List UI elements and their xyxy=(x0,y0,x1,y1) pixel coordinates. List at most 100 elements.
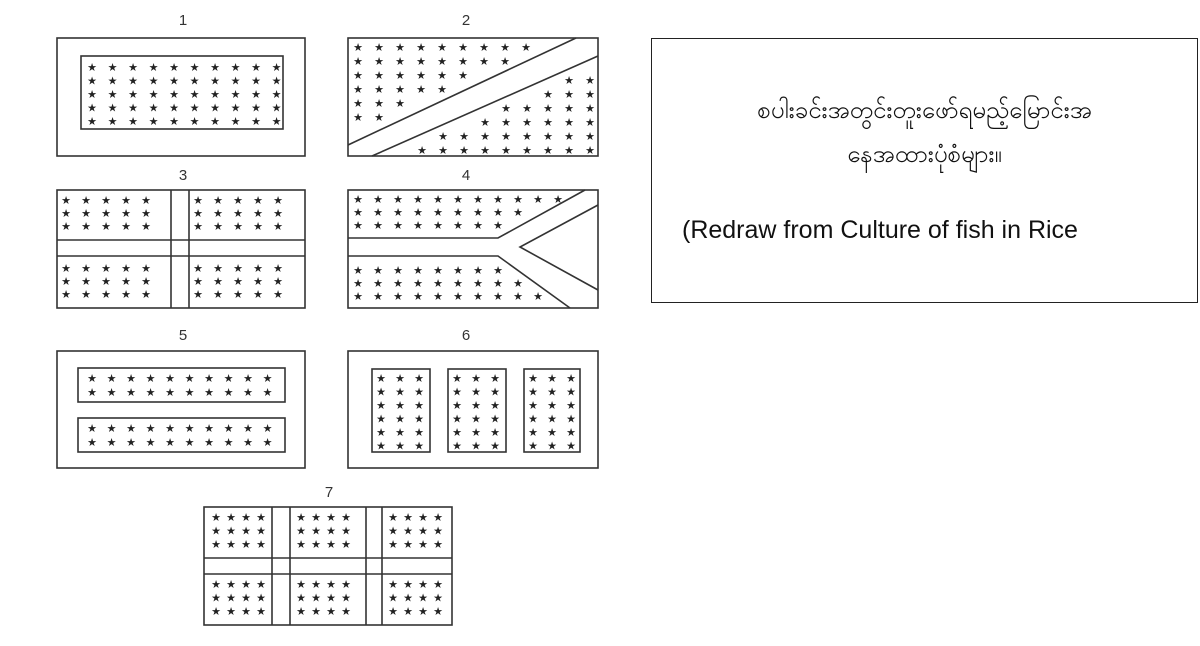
star-icon: ★ xyxy=(522,102,532,115)
star-icon: ★ xyxy=(513,277,523,290)
star-icon: ★ xyxy=(149,102,159,115)
star-icon: ★ xyxy=(87,115,97,128)
star-icon: ★ xyxy=(121,262,131,275)
star-icon: ★ xyxy=(353,219,363,232)
star-icon: ★ xyxy=(522,130,532,143)
star-icon: ★ xyxy=(233,207,243,220)
star-icon: ★ xyxy=(126,422,136,435)
star-icon: ★ xyxy=(149,88,159,101)
star-icon: ★ xyxy=(493,193,503,206)
star-icon: ★ xyxy=(311,592,321,605)
star-icon: ★ xyxy=(210,102,220,115)
star-icon: ★ xyxy=(101,262,111,275)
star-icon: ★ xyxy=(473,219,483,232)
star-icon: ★ xyxy=(296,538,306,551)
star-icon: ★ xyxy=(81,207,91,220)
star-icon: ★ xyxy=(395,372,405,385)
star-icon: ★ xyxy=(61,288,71,301)
star-icon: ★ xyxy=(273,288,283,301)
star-icon: ★ xyxy=(418,605,428,618)
star-icon: ★ xyxy=(388,511,398,524)
star-icon: ★ xyxy=(128,88,138,101)
star-icon: ★ xyxy=(528,386,538,399)
star-icon: ★ xyxy=(388,578,398,591)
star-icon: ★ xyxy=(226,511,236,524)
star-icon: ★ xyxy=(373,206,383,219)
field-border xyxy=(347,189,599,309)
star-icon: ★ xyxy=(414,399,424,412)
star-icon: ★ xyxy=(500,55,510,68)
star-icon: ★ xyxy=(81,275,91,288)
star-icon: ★ xyxy=(81,194,91,207)
star-icon: ★ xyxy=(453,264,463,277)
star-icon: ★ xyxy=(418,511,428,524)
star-icon: ★ xyxy=(437,69,447,82)
star-icon: ★ xyxy=(169,61,179,74)
star-icon: ★ xyxy=(193,194,203,207)
star-icon: ★ xyxy=(231,88,241,101)
star-icon: ★ xyxy=(311,525,321,538)
star-icon: ★ xyxy=(458,69,468,82)
star-icon: ★ xyxy=(353,111,363,124)
star-icon: ★ xyxy=(376,386,386,399)
star-icon: ★ xyxy=(213,262,223,275)
star-icon: ★ xyxy=(433,206,443,219)
star-icon: ★ xyxy=(241,605,251,618)
star-icon: ★ xyxy=(564,130,574,143)
star-icon: ★ xyxy=(528,426,538,439)
star-icon: ★ xyxy=(190,61,200,74)
star-icon: ★ xyxy=(101,275,111,288)
star-icon: ★ xyxy=(241,578,251,591)
star-icon: ★ xyxy=(395,386,405,399)
star-icon: ★ xyxy=(296,511,306,524)
star-icon: ★ xyxy=(81,220,91,233)
star-icon: ★ xyxy=(107,386,117,399)
star-icon: ★ xyxy=(256,525,266,538)
star-icon: ★ xyxy=(521,41,531,54)
star-icon: ★ xyxy=(233,275,243,288)
star-icon: ★ xyxy=(149,115,159,128)
star-icon: ★ xyxy=(272,88,282,101)
star-icon: ★ xyxy=(471,426,481,439)
star-icon: ★ xyxy=(413,277,423,290)
star-icon: ★ xyxy=(61,262,71,275)
star-icon: ★ xyxy=(376,372,386,385)
star-icon: ★ xyxy=(251,61,261,74)
star-icon: ★ xyxy=(193,262,203,275)
star-icon: ★ xyxy=(311,511,321,524)
star-icon: ★ xyxy=(296,578,306,591)
star-icon: ★ xyxy=(393,193,403,206)
star-icon: ★ xyxy=(190,102,200,115)
star-icon: ★ xyxy=(547,399,557,412)
star-icon: ★ xyxy=(433,578,443,591)
star-icon: ★ xyxy=(81,262,91,275)
star-icon: ★ xyxy=(256,538,266,551)
star-icon: ★ xyxy=(413,219,423,232)
star-icon: ★ xyxy=(121,207,131,220)
star-icon: ★ xyxy=(528,440,538,453)
star-icon: ★ xyxy=(107,422,117,435)
star-icon: ★ xyxy=(311,578,321,591)
star-icon: ★ xyxy=(513,206,523,219)
star-icon: ★ xyxy=(141,288,151,301)
star-icon: ★ xyxy=(471,372,481,385)
star-icon: ★ xyxy=(108,75,118,88)
star-icon: ★ xyxy=(108,115,118,128)
star-icon: ★ xyxy=(108,61,118,74)
star-icon: ★ xyxy=(141,194,151,207)
star-icon: ★ xyxy=(490,372,500,385)
star-icon: ★ xyxy=(433,219,443,232)
panel-7-label: 7 xyxy=(325,484,333,501)
planting-bed xyxy=(523,368,581,453)
star-icon: ★ xyxy=(403,578,413,591)
star-icon: ★ xyxy=(121,194,131,207)
star-icon: ★ xyxy=(87,88,97,101)
star-icon: ★ xyxy=(211,605,221,618)
star-icon: ★ xyxy=(165,386,175,399)
star-icon: ★ xyxy=(585,88,595,101)
star-icon: ★ xyxy=(493,264,503,277)
panel-5: 5 ★★★★★★★★★★★★★★★★★★★★★★★★★★★★★★★★★★★★★★… xyxy=(56,327,306,469)
star-icon: ★ xyxy=(433,277,443,290)
star-icon: ★ xyxy=(533,193,543,206)
star-icon: ★ xyxy=(543,88,553,101)
